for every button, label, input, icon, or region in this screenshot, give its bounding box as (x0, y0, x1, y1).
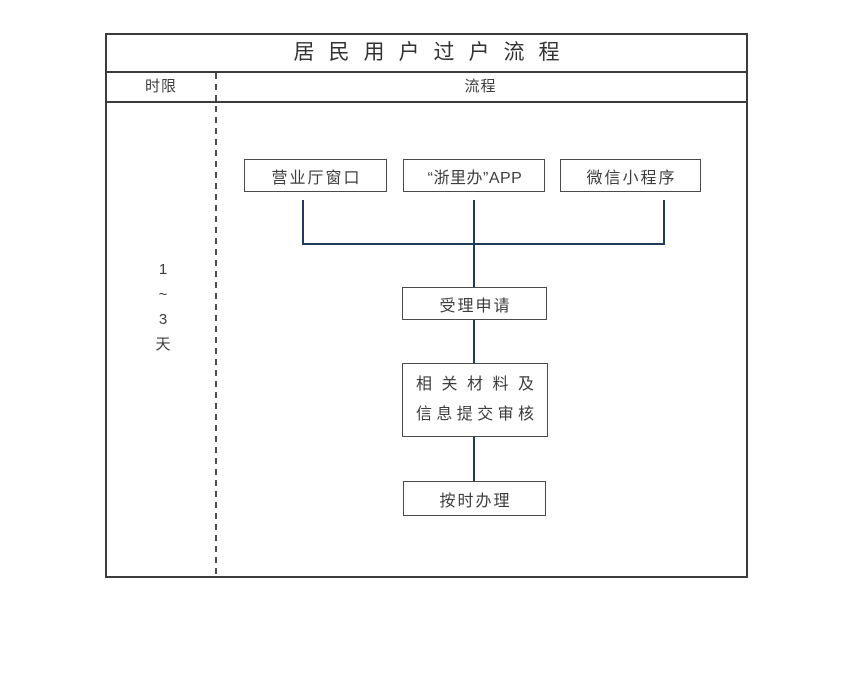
connector-right-drop (663, 200, 665, 245)
flow-node-handle-on-time: 按时办理 (403, 481, 546, 516)
connector-merge-bar (302, 243, 665, 245)
flow-node-zheliban-app: “浙里办”APP (403, 159, 545, 192)
connector-left-drop (302, 200, 304, 245)
column-divider-dashed (215, 73, 217, 576)
review-line-1: 相关材料及 (416, 376, 534, 393)
flow-node-hall-window: 营业厅窗口 (244, 159, 387, 192)
review-line-2: 信息提交审核 (416, 406, 534, 423)
chart-title: 居民用户过户流程 (107, 35, 746, 73)
connector-accept-to-review (473, 320, 475, 363)
time-limit-line: 3 (158, 311, 168, 328)
table-header-row: 时限 流程 (107, 73, 746, 103)
header-cell-flow: 流程 (464, 78, 497, 95)
flowchart-frame: 居民用户过户流程 时限 流程 1 ~ 3 天 营业厅窗口 “浙里办”APP 微信… (105, 33, 748, 578)
flow-node-materials-review: 相关材料及 信息提交审核 (402, 363, 548, 437)
time-limit-line: 1 (158, 261, 168, 278)
header-cell-time-limit: 时限 (144, 78, 177, 95)
flow-node-accept-application: 受理申请 (402, 287, 547, 320)
connector-review-to-final (473, 437, 475, 481)
time-limit-label: 1 ~ 3 天 (123, 257, 203, 357)
flow-node-wechat-miniprogram: 微信小程序 (560, 159, 701, 192)
time-limit-line: 天 (155, 336, 171, 353)
time-limit-line: ~ (158, 286, 168, 303)
